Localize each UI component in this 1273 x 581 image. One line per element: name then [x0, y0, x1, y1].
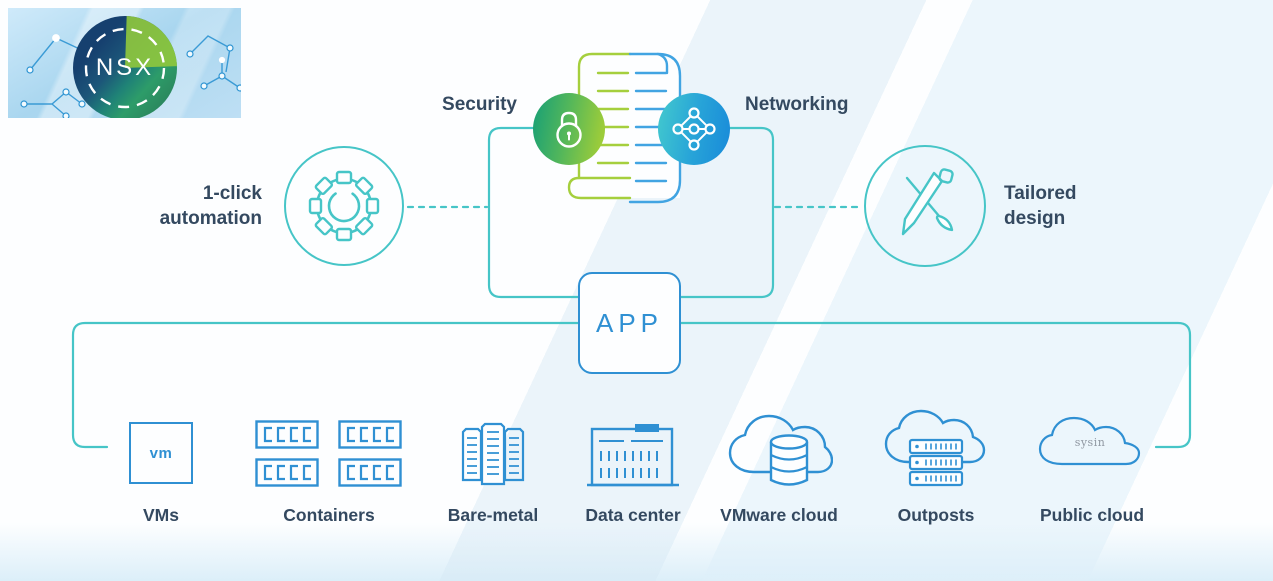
watermark-text: sysin	[1075, 436, 1106, 449]
infra-label-outposts: Outposts	[897, 505, 975, 525]
nsx-logo-circle: NSX	[73, 16, 177, 118]
containers-icon	[255, 420, 402, 487]
app-label: APP	[595, 307, 664, 338]
vm-icon: vm	[129, 410, 193, 488]
app-right-branch	[679, 321, 1192, 449]
public-cloud-icon: sysin	[1038, 416, 1141, 466]
vmware-cloud-icon	[728, 414, 833, 486]
infra-item-containers: Containers	[244, 410, 414, 526]
vm-box: vm	[129, 422, 193, 484]
networking-label: Networking	[745, 94, 849, 115]
infra-label-public-cloud: Public cloud	[1039, 505, 1145, 525]
infra-label-vms: VMs	[143, 505, 179, 525]
infra-item-vms: vm VMs	[76, 410, 246, 526]
bare-metal-icon	[461, 422, 525, 486]
security-badge	[533, 93, 605, 165]
infra-item-data-center: Data center	[548, 410, 718, 526]
security-label: Security	[442, 94, 517, 115]
nsx-dashed-ring	[84, 27, 166, 109]
design-circle	[864, 145, 986, 267]
nsx-banner: NSX	[8, 8, 241, 118]
infra-label-bare-metal: Bare-metal	[447, 505, 539, 525]
outposts-icon	[884, 409, 986, 487]
infra-item-vmware-cloud: VMware cloud	[694, 410, 864, 526]
infra-item-bare-metal: Bare-metal	[408, 410, 578, 526]
infra-label-data-center: Data center	[585, 505, 681, 525]
app-box: APP	[578, 272, 681, 374]
infra-label-containers: Containers	[283, 505, 375, 525]
nsx-logo-text: NSX	[95, 54, 155, 81]
nsx-logo-green-wedge	[125, 16, 177, 68]
vm-box-label: vm	[149, 444, 173, 462]
automation-circle	[284, 146, 404, 266]
automation-label: 1-click automation	[159, 183, 262, 230]
gear-icon	[308, 170, 380, 242]
infra-item-public-cloud: sysin Public cloud	[1007, 410, 1177, 526]
lock-icon	[556, 111, 582, 148]
data-center-icon	[587, 424, 679, 487]
infra-label-vmware-cloud: VMware cloud	[720, 505, 838, 525]
pencil-brush-icon	[901, 168, 954, 236]
infra-item-outposts: Outposts	[851, 409, 1021, 526]
network-nodes-icon	[672, 107, 716, 151]
app-left-branch	[71, 321, 580, 449]
networking-badge	[658, 93, 730, 165]
design-label: Tailored design	[1004, 183, 1077, 230]
